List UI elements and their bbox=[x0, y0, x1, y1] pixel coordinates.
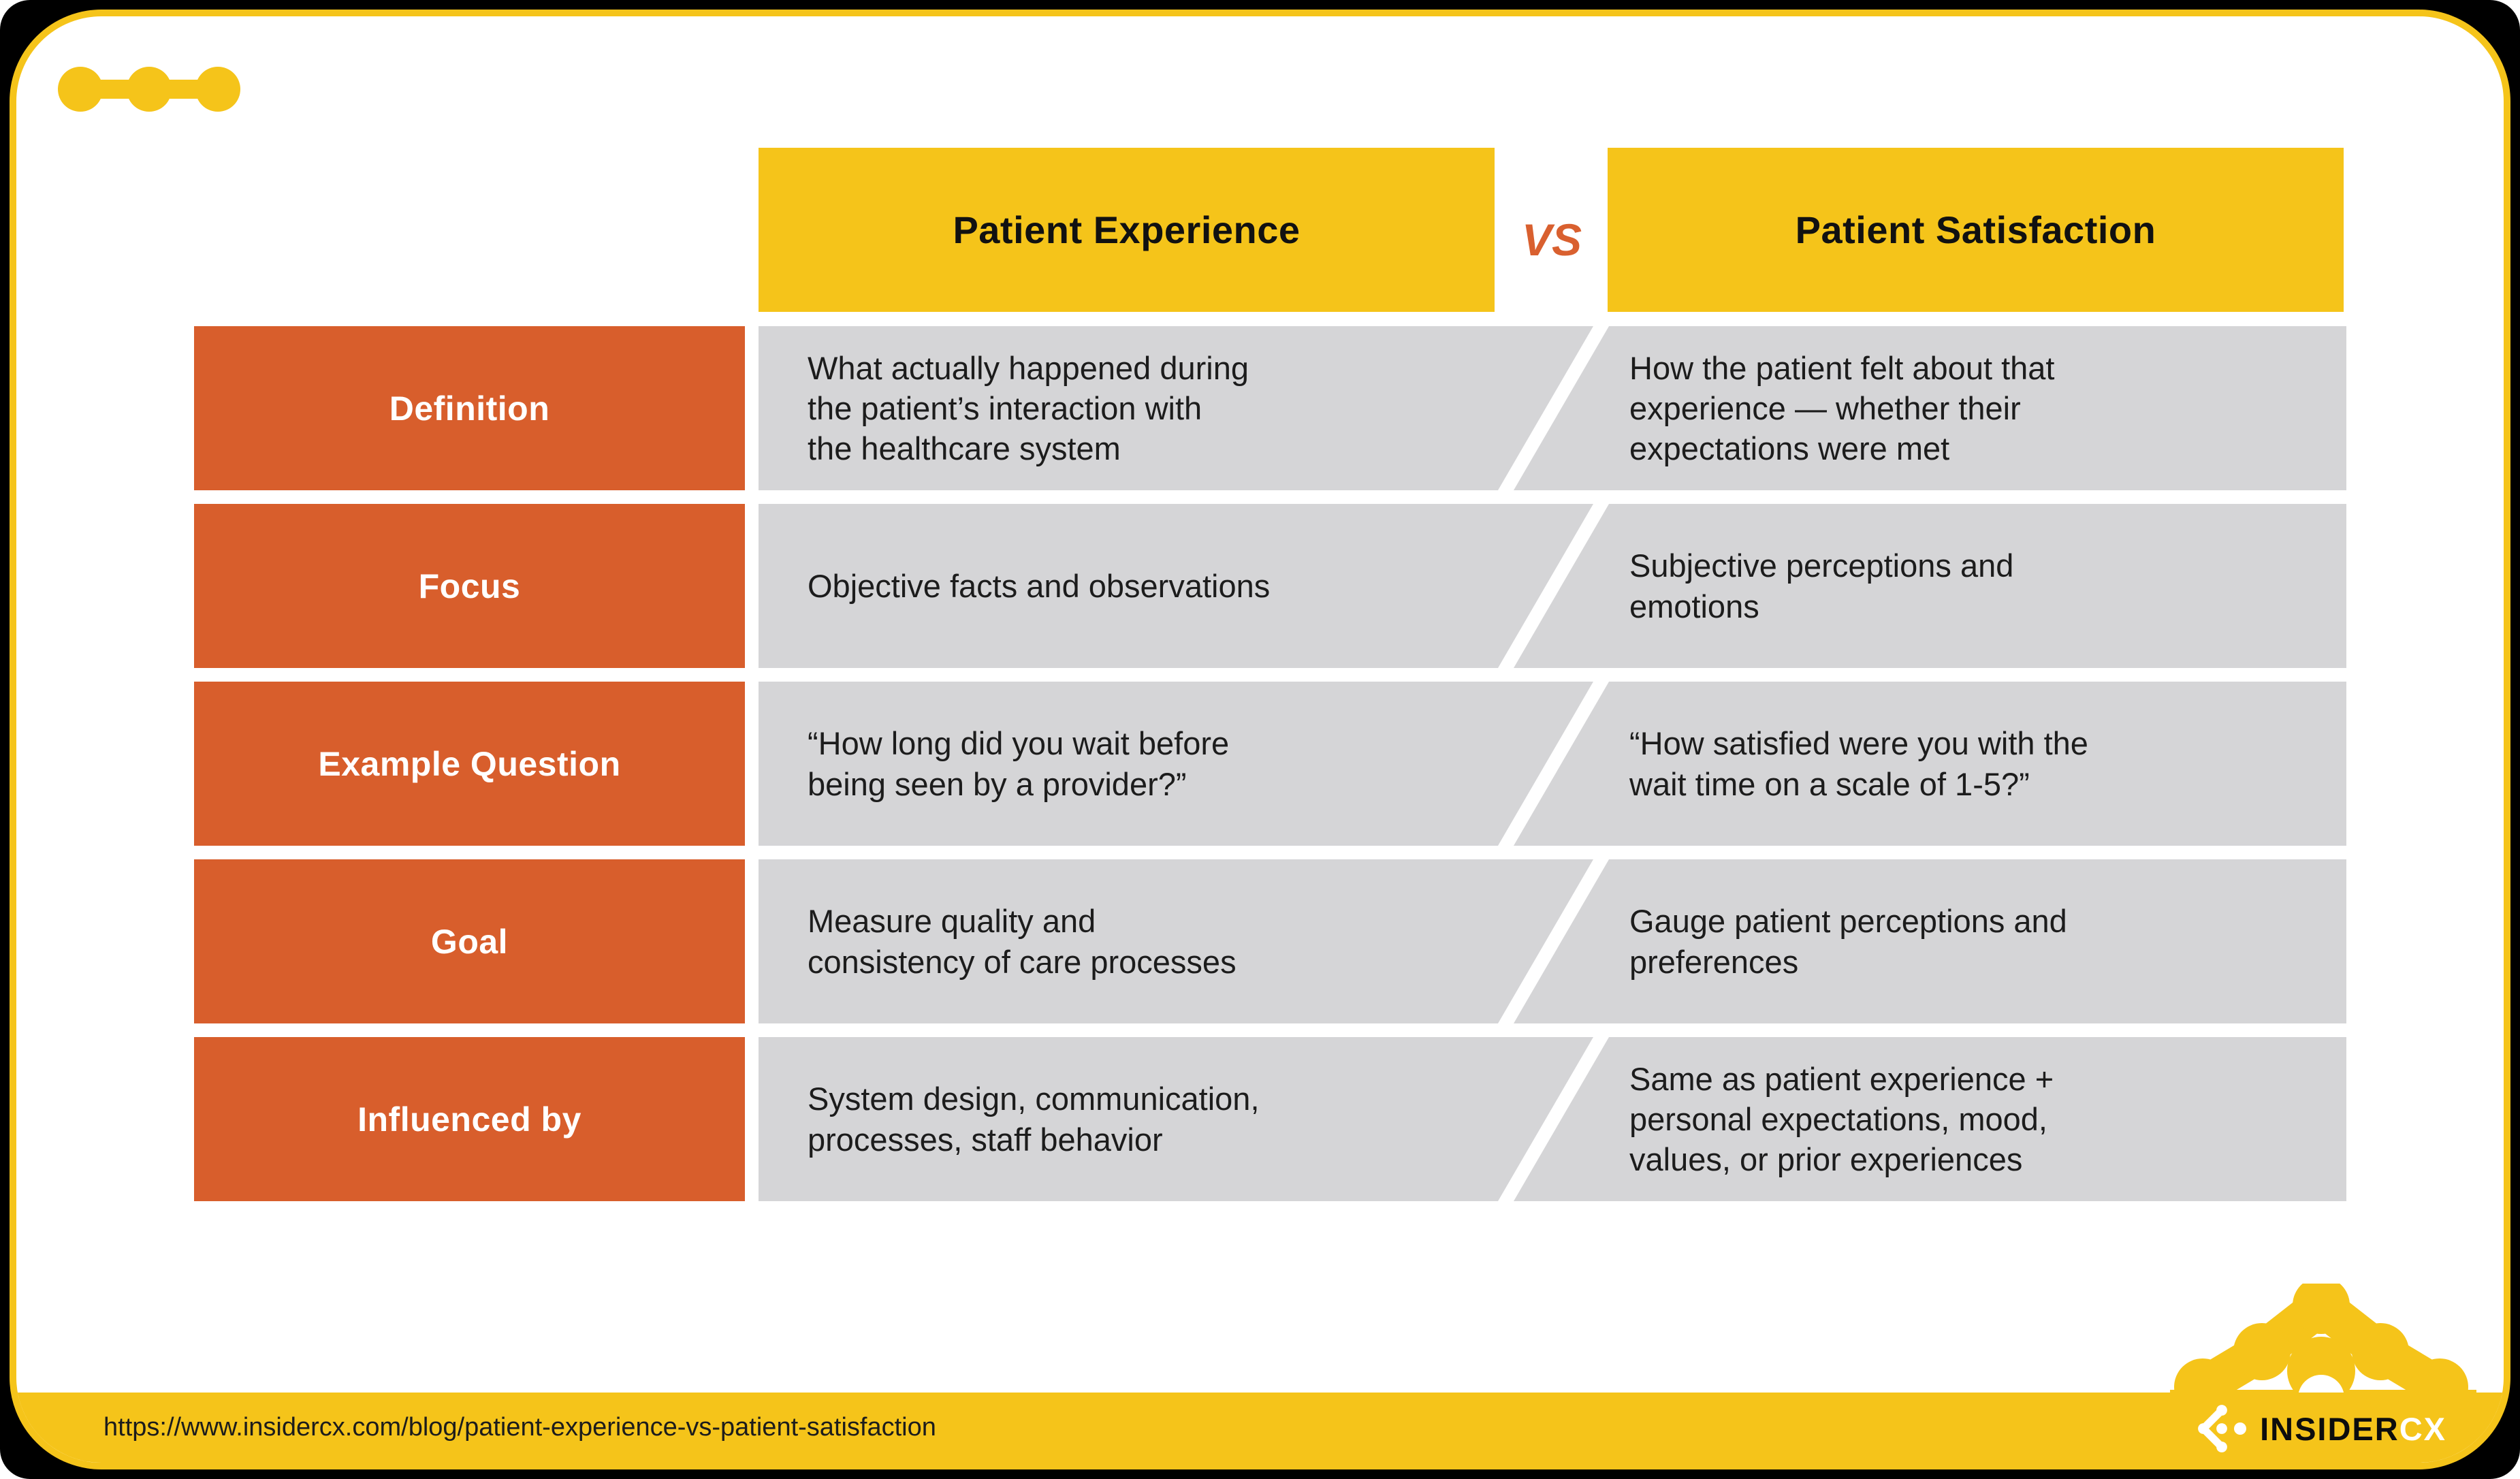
insidercx-logo: INSIDERCX bbox=[2197, 1404, 2446, 1453]
table-row-influenced-by: Influenced by System design, communicati… bbox=[194, 1037, 2346, 1201]
cell-text: What actually happened during the patien… bbox=[808, 349, 1249, 467]
cell-text: “How long did you wait before being seen… bbox=[808, 725, 1230, 802]
header-right-title: Patient Satisfaction bbox=[1795, 208, 2156, 251]
vs-label: VS bbox=[1521, 214, 1582, 265]
table-row-goal: Goal Measure quality and consistency of … bbox=[194, 859, 2346, 1023]
satisfaction-cell: Subjective perceptions and emotions bbox=[1514, 504, 2346, 668]
comparison-table: Definition What actually happened during… bbox=[194, 326, 2346, 1215]
cell-text: Subjective perceptions and emotions bbox=[1629, 547, 2014, 624]
cell-text: Measure quality and consistency of care … bbox=[808, 903, 1237, 980]
table-row-example-question: Example Question “How long did you wait … bbox=[194, 682, 2346, 846]
dot-pyramid-icon bbox=[2170, 1284, 2476, 1406]
cell-text: “How satisfied were you with the wait ti… bbox=[1629, 725, 2088, 802]
row-label: Focus bbox=[194, 504, 745, 668]
cell-text: System design, communication, processes,… bbox=[808, 1081, 1260, 1158]
experience-cell: System design, communication, processes,… bbox=[759, 1037, 1593, 1201]
satisfaction-cell: Gauge patient perceptions and preference… bbox=[1514, 859, 2346, 1023]
experience-cell: Objective facts and observations bbox=[759, 504, 1593, 668]
source-url: https://www.insidercx.com/blog/patient-e… bbox=[103, 1413, 936, 1442]
experience-cell: “How long did you wait before being seen… bbox=[759, 682, 1593, 846]
table-row-focus: Focus Objective facts and observations S… bbox=[194, 504, 2346, 668]
row-label: Example Question bbox=[194, 682, 745, 846]
row-label: Influenced by bbox=[194, 1037, 745, 1201]
table-row-definition: Definition What actually happened during… bbox=[194, 326, 2346, 490]
experience-cell: Measure quality and consistency of care … bbox=[759, 859, 1593, 1023]
footer-bar: https://www.insidercx.com/blog/patient-e… bbox=[16, 1393, 2504, 1463]
satisfaction-cell: Same as patient experience + personal ex… bbox=[1514, 1037, 2346, 1201]
insidercx-mark-icon bbox=[2198, 1405, 2247, 1452]
row-label: Definition bbox=[194, 326, 745, 490]
satisfaction-cell: How the patient felt about that experien… bbox=[1514, 326, 2346, 490]
cell-text: Same as patient experience + personal ex… bbox=[1629, 1060, 2054, 1178]
header-patient-satisfaction: Patient Satisfaction bbox=[1608, 148, 2344, 312]
cell-text: Objective facts and observations bbox=[808, 567, 1271, 604]
experience-cell: What actually happened during the patien… bbox=[759, 326, 1593, 490]
row-label: Goal bbox=[194, 859, 745, 1023]
header-patient-experience: Patient Experience bbox=[759, 148, 1495, 312]
cell-text: Gauge patient perceptions and preference… bbox=[1629, 903, 2067, 980]
logo-text: INSIDERCX bbox=[2260, 1410, 2446, 1448]
header-left-title: Patient Experience bbox=[953, 208, 1301, 251]
logo-cx: CX bbox=[2399, 1410, 2446, 1447]
dot-chain-icon bbox=[58, 67, 240, 112]
cell-text: How the patient felt about that experien… bbox=[1629, 349, 2055, 467]
infographic-card: Patient Experience VS Patient Satisfacti… bbox=[10, 10, 2510, 1469]
satisfaction-cell: “How satisfied were you with the wait ti… bbox=[1514, 682, 2346, 846]
logo-insider: INSIDER bbox=[2260, 1410, 2399, 1447]
